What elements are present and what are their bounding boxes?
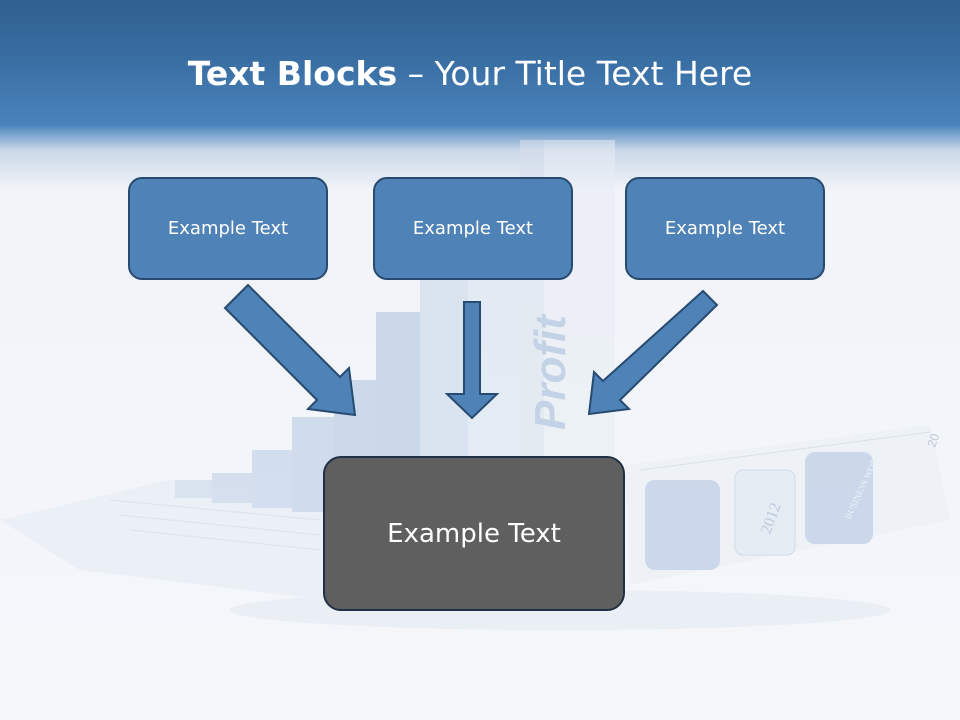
text-block-left[interactable]: Example Text — [128, 177, 328, 280]
arrow-right — [587, 289, 719, 416]
profit-label: Profit — [526, 313, 575, 430]
newspaper-panel-2 — [805, 452, 873, 544]
title-bold: Text Blocks — [187, 54, 398, 93]
corner-number: 20 — [925, 431, 943, 449]
text-block-middle[interactable]: Example Text — [373, 177, 573, 280]
text-block-center-label: Example Text — [387, 518, 561, 549]
text-block-right[interactable]: Example Text — [625, 177, 825, 280]
newspaper-panel-1 — [645, 480, 720, 570]
slide-title: Text Blocks – Your Title Text Here — [0, 54, 940, 93]
arrow-left — [223, 283, 357, 417]
bar-1 — [175, 480, 215, 498]
title-rest: Your Title Text Here — [434, 54, 753, 93]
bar-3 — [252, 450, 294, 508]
bar-2 — [212, 473, 254, 503]
text-block-middle-label: Example Text — [412, 218, 534, 239]
paper-sheet — [0, 480, 330, 600]
text-block-right-label: Example Text — [664, 218, 786, 239]
title-dash: – — [397, 54, 435, 93]
arrow-middle — [444, 301, 500, 420]
text-block-left-label: Example Text — [167, 218, 289, 239]
text-block-center[interactable]: Example Text — [323, 456, 625, 611]
